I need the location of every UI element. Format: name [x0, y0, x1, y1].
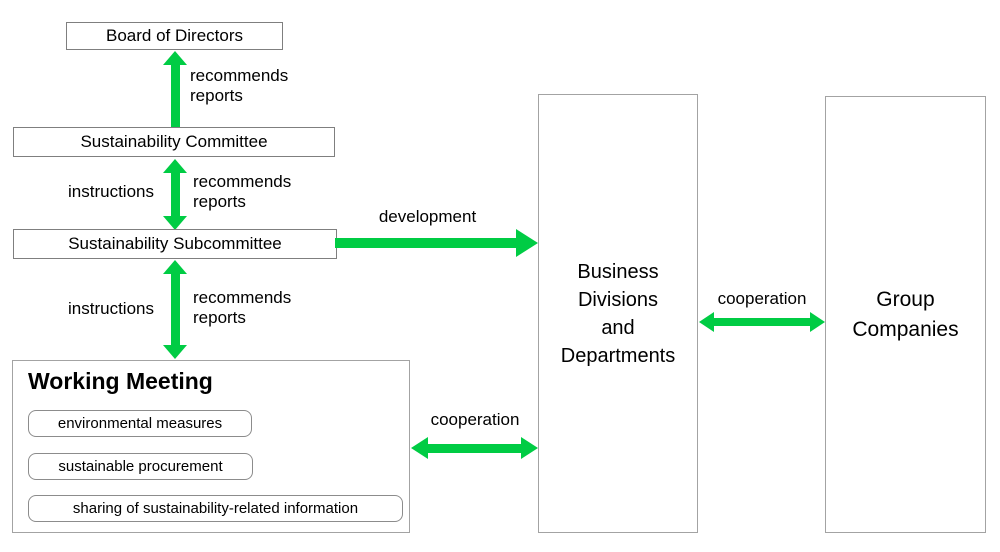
arrow-shaft — [171, 272, 180, 347]
arrowhead-right-icon — [516, 229, 538, 257]
edge-label-recommends-reports-1: recommends reports — [190, 66, 289, 105]
arrowhead-up-icon — [163, 51, 187, 65]
arrow-committee-to-board — [163, 51, 187, 127]
arrowhead-up-icon — [163, 260, 187, 274]
node-sustainability-committee: Sustainability Committee — [13, 127, 335, 157]
working-meeting-item-sharing-information: sharing of sustainability-related inform… — [28, 495, 403, 522]
arrow-committee-subcommittee — [163, 159, 187, 230]
arrow-shaft — [335, 238, 520, 248]
node-business-divisions: Business Divisions and Departments — [538, 94, 698, 533]
edge-label-recommends-reports-2: recommends reports — [193, 172, 292, 211]
arrowhead-right-icon — [810, 312, 825, 332]
edge-label-development: development — [378, 207, 477, 226]
arrowhead-down-icon — [163, 345, 187, 359]
edge-label-cooperation-bottom: cooperation — [430, 410, 520, 429]
sustainability-committee-label: Sustainability Committee — [80, 132, 268, 151]
arrowhead-left-icon — [699, 312, 714, 332]
edge-label-recommends-reports-3: recommends reports — [193, 288, 292, 327]
arrow-shaft — [171, 63, 180, 127]
group-companies-label: Group Companies — [852, 287, 959, 341]
arrow-subcommittee-to-business — [335, 229, 538, 257]
edge-label-instructions-2: instructions — [68, 299, 154, 318]
board-of-directors-label: Board of Directors — [106, 26, 243, 45]
working-meeting-item-environmental-measures: environmental measures — [28, 410, 252, 437]
arrow-shaft — [712, 318, 812, 326]
sustainability-subcommittee-label: Sustainability Subcommittee — [68, 234, 282, 253]
item-label: environmental measures — [57, 415, 223, 432]
working-meeting-item-sustainable-procurement: sustainable procurement — [28, 453, 253, 480]
arrowhead-up-icon — [163, 159, 187, 173]
item-label: sharing of sustainability-related inform… — [72, 500, 359, 517]
arrow-shaft — [171, 171, 180, 218]
arrow-business-group — [699, 312, 825, 332]
node-working-meeting: Working Meeting environmental measures s… — [12, 360, 410, 533]
node-group-companies: Group Companies — [825, 96, 986, 533]
arrowhead-down-icon — [163, 216, 187, 230]
item-label: sustainable procurement — [58, 458, 223, 475]
working-meeting-title: Working Meeting — [28, 368, 213, 394]
arrowhead-right-icon — [521, 437, 538, 459]
node-board-of-directors: Board of Directors — [66, 22, 283, 50]
business-divisions-label: Business Divisions and Departments — [560, 260, 676, 367]
edge-label-instructions-1: instructions — [68, 182, 154, 201]
arrow-subcommittee-working-meeting — [163, 260, 187, 359]
node-sustainability-subcommittee: Sustainability Subcommittee — [13, 229, 337, 259]
arrow-shaft — [426, 444, 523, 453]
arrow-working-meeting-business — [411, 437, 538, 459]
edge-label-cooperation-right: cooperation — [717, 289, 807, 308]
arrowhead-left-icon — [411, 437, 428, 459]
